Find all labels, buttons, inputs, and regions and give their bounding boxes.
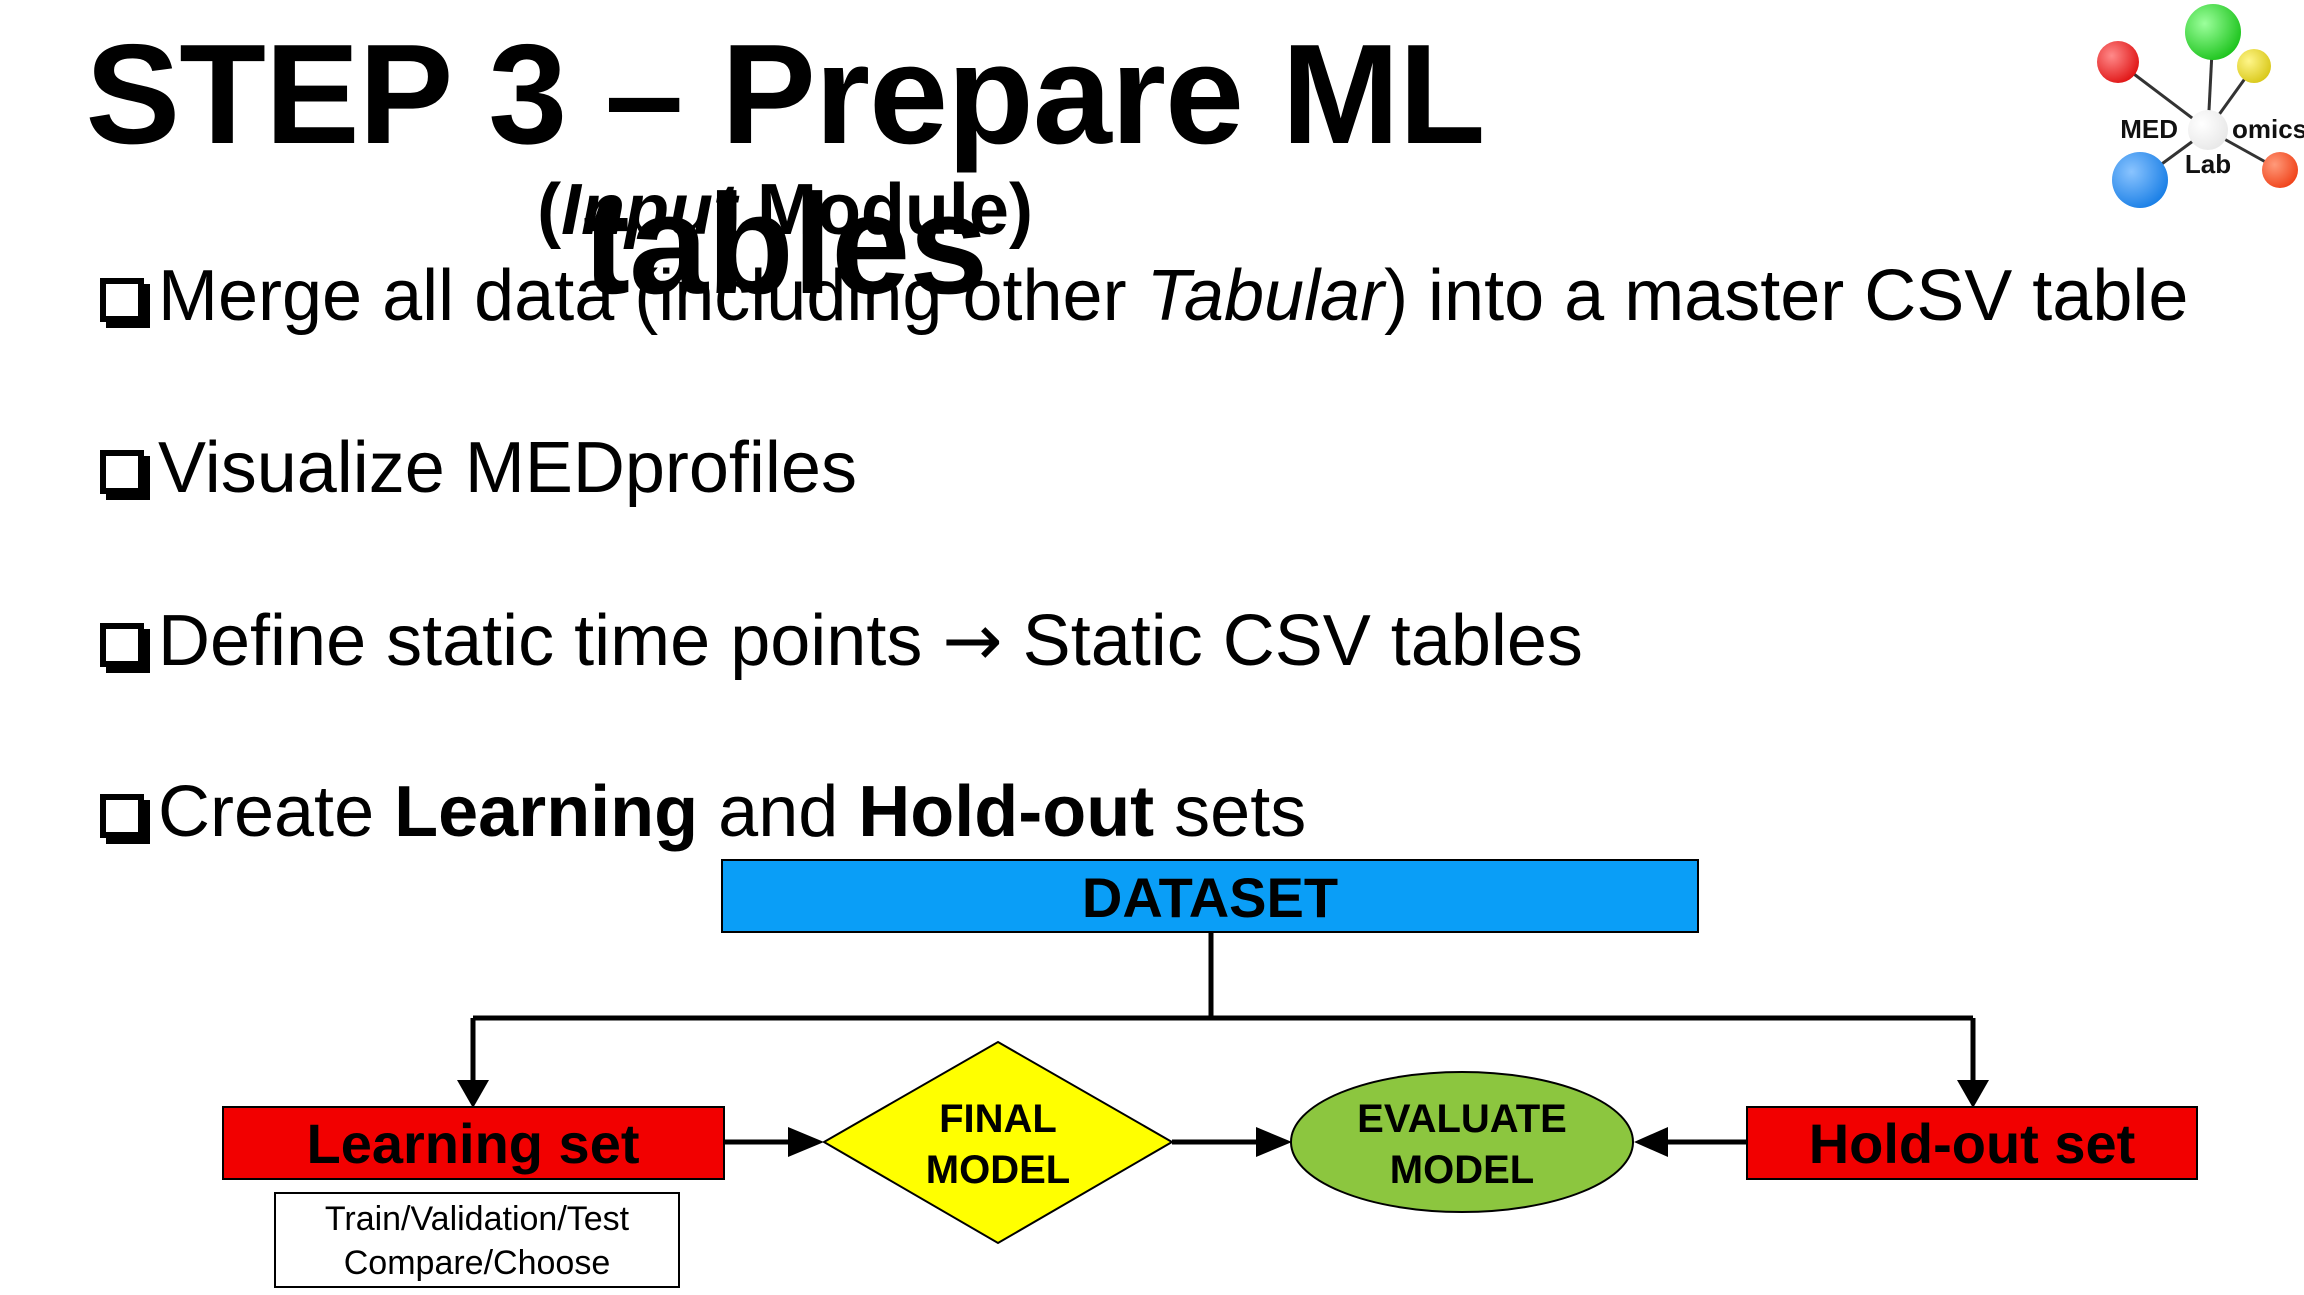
arrowhead-icon xyxy=(1957,1080,1989,1108)
logo-text-med: MED xyxy=(2120,114,2178,144)
bullet-visualize: Visualize MEDprofiles xyxy=(100,428,857,508)
bullet-text: sets xyxy=(1154,772,1307,852)
final-model-diamond xyxy=(822,1040,1174,1245)
note-line-2: Compare/Choose xyxy=(343,1244,611,1282)
bullet-bold: Learning xyxy=(394,772,699,852)
holdout-set-box xyxy=(1746,1106,2198,1180)
subtitle-open: ( xyxy=(537,170,562,250)
checkbox-icon xyxy=(100,450,144,494)
bullet-static-time-points: Define static time points → Static CSV t… xyxy=(100,600,1583,681)
bullet-merge: Merge all data (including other Tabular)… xyxy=(100,256,2188,336)
arrowhead-icon xyxy=(1256,1127,1292,1157)
learning-set-box xyxy=(222,1106,725,1180)
evaluate-model-label-line2: MODEL xyxy=(1390,1148,1534,1192)
logo-ball-blue xyxy=(2112,152,2168,208)
bullet-text: Merge all data (including other xyxy=(158,256,1147,336)
subtitle-rest: Module) xyxy=(736,170,1033,250)
logo-ball-yellow xyxy=(2237,49,2271,83)
bullet-create-sets: Create Learning and Hold-out sets xyxy=(100,772,1306,852)
dataset-box xyxy=(721,859,1699,933)
bullet-text: and xyxy=(698,772,859,852)
checkbox-icon xyxy=(100,278,144,322)
evaluate-model-ellipse xyxy=(1290,1071,1634,1213)
final-model-label-line1: FINAL xyxy=(939,1097,1057,1141)
medomics-lab-logo: MED omics Lab xyxy=(2097,4,2304,208)
arrowhead-icon xyxy=(788,1127,824,1157)
bullet-text: Visualize MEDprofiles xyxy=(158,428,857,508)
logo-ball-orange xyxy=(2262,152,2298,188)
bullet-text: Static CSV tables xyxy=(1002,601,1583,681)
learning-set-note: Train/Validation/Test Compare/Choose xyxy=(274,1192,680,1288)
bullet-bold: Hold-out xyxy=(858,772,1155,852)
logo-text-lab: Lab xyxy=(2185,149,2231,179)
note-line-1: Train/Validation/Test xyxy=(324,1200,630,1238)
holdout-set-label: Hold-out set xyxy=(1809,1112,2136,1175)
final-model-label-line2: MODEL xyxy=(926,1148,1070,1192)
bullet-text: Define static time points xyxy=(158,601,943,681)
learning-set-label: Learning set xyxy=(307,1112,640,1175)
subtitle-italic: Input xyxy=(561,170,737,250)
bullet-italic: Tabular xyxy=(1146,256,1385,336)
arrowhead-icon xyxy=(1634,1127,1668,1157)
evaluate-model-label-line1: EVALUATE xyxy=(1357,1097,1567,1141)
checkbox-icon xyxy=(100,794,144,838)
logo-text-omics: omics xyxy=(2232,114,2304,144)
right-arrow-icon: → xyxy=(942,598,1003,682)
page-subtitle: (Input Module) xyxy=(0,170,1570,250)
dataset-label: DATASET xyxy=(1082,866,1338,929)
logo-ball-red xyxy=(2097,41,2139,83)
arrowhead-icon xyxy=(457,1080,489,1108)
logo-ball-center xyxy=(2188,110,2228,150)
logo-ball-green xyxy=(2185,4,2241,60)
page-title: STEP 3 – Prepare ML tables xyxy=(85,15,1486,324)
bullet-text: ) into a master CSV table xyxy=(1384,256,2189,336)
checkbox-icon xyxy=(100,623,144,667)
bullet-text: Create xyxy=(158,772,395,852)
